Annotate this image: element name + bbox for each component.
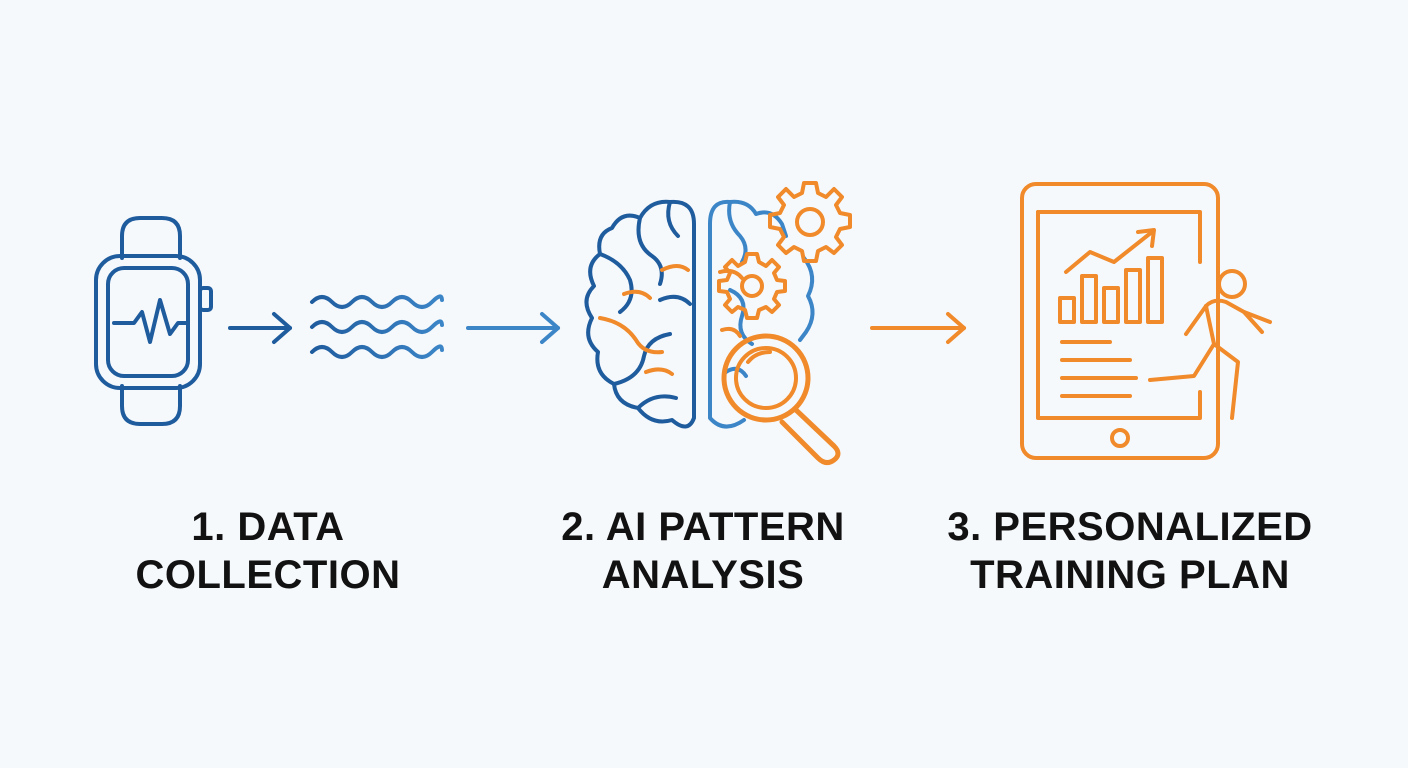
heartbeat-icon [112,298,188,344]
bar-chart-icon [1058,228,1164,324]
smartwatch-icon [94,216,213,426]
runner-icon [1148,269,1272,420]
data-wave-icon [310,294,444,359]
step-2-label-line1: 2. AI PATTERN [561,505,845,549]
step-2-label: 2. AI PATTERN ANALYSIS [543,503,863,599]
gear-icon [768,181,852,263]
text-lines-icon [1060,340,1138,398]
arrow-1-icon [228,312,292,344]
step-3-label-line2: TRAINING PLAN [970,553,1290,597]
magnifier-icon [721,333,841,466]
step-3-label: 3. PERSONALIZED TRAINING PLAN [930,503,1330,599]
step-2-label-line2: ANALYSIS [601,553,805,597]
small-gear-icon [717,252,787,320]
step-1-label-line1: 1. DATA [191,505,345,549]
tablet-icon [1020,182,1220,460]
step-1-label: 1. DATA COLLECTION [108,503,428,599]
brain-icon [584,199,815,429]
arrow-2-icon [466,312,560,344]
step-1-label-line2: COLLECTION [135,553,401,597]
step-3-label-line1: 3. PERSONALIZED [947,505,1313,549]
arrow-3-icon [870,312,966,344]
